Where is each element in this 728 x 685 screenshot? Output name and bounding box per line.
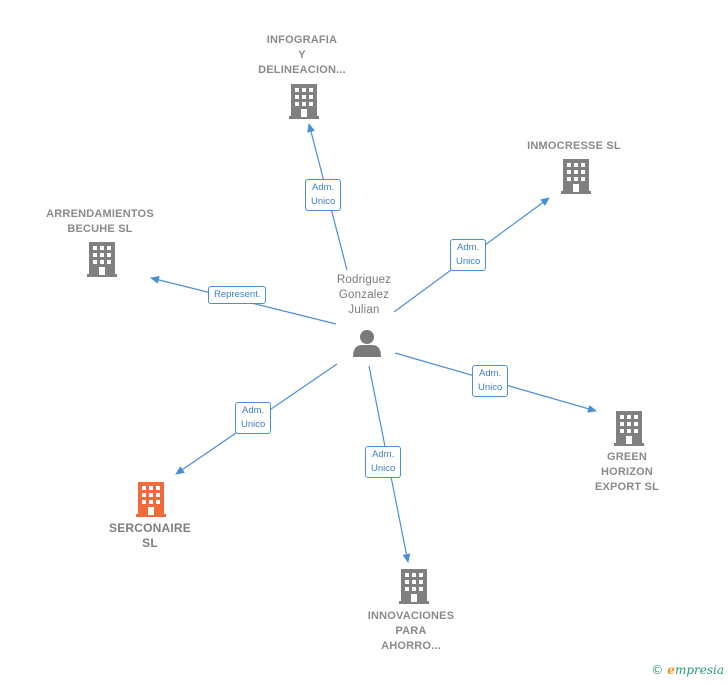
copyright-icon: © <box>651 663 664 677</box>
building-icon[interactable] <box>614 411 644 446</box>
node-label-green[interactable]: GREEN HORIZON EXPORT SL <box>594 451 660 493</box>
building-icon[interactable] <box>289 84 319 119</box>
brand-footer: ©empresia <box>651 663 724 677</box>
edge-label-innovaciones: Adm. Unico <box>365 446 402 478</box>
edge-label-serconaire: Adm. Unico <box>235 402 272 434</box>
brand-name: mpresia <box>674 663 724 677</box>
node-label-innovaciones[interactable]: INNOVACIONES PARA AHORRO... <box>367 610 455 652</box>
building-icon[interactable] <box>399 569 429 604</box>
node-label-arrendamientos[interactable]: ARRENDAMIENTOS BECUHE SL <box>46 208 154 235</box>
edge-label-green: Adm. Unico <box>472 365 509 397</box>
node-label-serconaire[interactable]: SERCONAIRE SL <box>108 521 191 550</box>
building-icon[interactable] <box>87 242 117 277</box>
edge-label-arrendamientos: Represent. <box>208 286 267 304</box>
brand-initial: e <box>667 663 675 677</box>
node-label-infografia[interactable]: INFOGRAFIA Y DELINEACION... <box>258 34 346 76</box>
edge-label-inmocresse: Adm. Unico <box>450 239 487 271</box>
person-icon[interactable] <box>353 330 381 357</box>
edge-label-infografia: Adm. Unico <box>305 179 342 211</box>
person-name[interactable]: Rodriguez Gonzalez Julian <box>336 274 392 316</box>
building-icon[interactable] <box>136 482 166 517</box>
node-label-inmocresse[interactable]: INMOCRESSE SL <box>527 140 621 152</box>
building-icon[interactable] <box>561 159 591 194</box>
